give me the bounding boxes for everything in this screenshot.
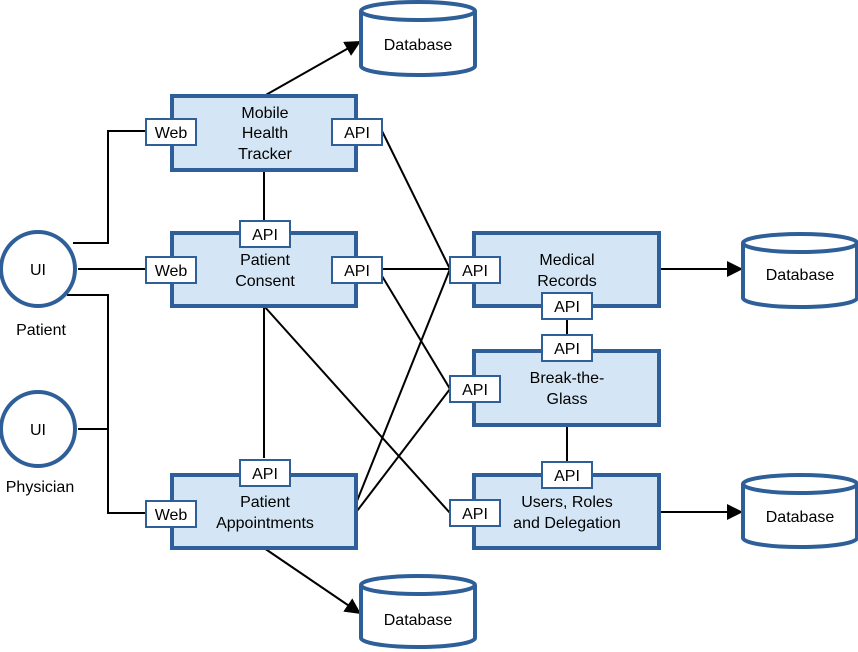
consent-api-tag-label: API [344,263,370,280]
users-roles-delegation-title-line-2: and Delegation [513,515,621,532]
service-mobile-health-tracker: Mobile Health Tracker [170,94,358,172]
appointments-top-api-tag-label: API [252,466,278,483]
physician-ui-node: UI Physician [0,390,77,496]
appointments-web-tag [145,500,197,528]
break-the-glass-title-line-1: Break-the- [530,370,605,387]
database-label: Database [384,37,453,54]
database-cylinder-top [359,574,477,596]
medical-bottom-api-tag [541,292,593,320]
users-roles-delegation-title-line-1: Users, Roles [521,494,613,511]
patient-consent-title-line-1: Patient [240,252,290,269]
connector-consent-api-to-btg-api [381,275,451,390]
btg-top-api-tag [541,334,593,362]
database-cylinder-top [359,0,477,22]
database-medical-records: Database [741,232,858,309]
btg-top-api-tag-label: API [554,341,580,358]
users-top-api-tag-label: API [554,468,580,485]
medical-bottom-api-tag-label: API [554,299,580,316]
mobile-api-tag-label: API [344,125,370,142]
mobile-web-tag-label: Web [155,125,188,142]
patient-ui-circle-label: UI [30,262,46,279]
patient-appointments-box [170,473,358,550]
connector-patient-ui-to-appointments-web [67,294,146,514]
database-cylinder-body [741,243,858,309]
interface-tags: Web API Web API API Web API API API API … [145,118,593,528]
appointments-top-api-tag [239,459,291,487]
consent-top-api-tag-label: API [252,227,278,244]
consent-top-api-tag [239,220,291,248]
patient-ui-label: Patient [16,322,66,339]
break-the-glass-box [472,349,661,427]
mobile-health-tracker-box [170,94,358,172]
patient-ui-circle [0,230,77,308]
medical-left-api-tag-label: API [462,263,488,280]
patient-appointments-title-line-2: Appointments [216,515,314,532]
users-left-api-tag [449,499,501,527]
database-cylinder-top [741,473,858,495]
service-break-the-glass: Break-the- Glass [472,349,661,427]
database-label: Database [384,612,453,629]
patient-consent-title-line-2: Consent [235,273,295,290]
mobile-api-tag [331,118,383,146]
consent-web-tag [145,256,197,284]
database-label: Database [766,509,835,526]
appointments-web-tag-label: Web [155,507,188,524]
connector-appointments-to-btg-api [356,388,451,512]
medical-records-title-line-2: Records [537,273,597,290]
database-label: Database [766,267,835,284]
database-cylinder-body [359,585,477,649]
medical-records-title-line-1: Medical [539,252,594,269]
connector-appointments-to-medical-api [356,268,451,502]
connector-patient-ui-to-mobile-web [73,130,146,244]
break-the-glass-title-line-2: Glass [547,391,588,408]
physician-ui-label: Physician [6,479,74,496]
database-mobile-health-tracker: Database [359,0,477,77]
connector-mobile-api-to-medical-api [381,130,451,270]
consent-api-tag [331,256,383,284]
mobile-health-tracker-title-line-1: Mobile [241,105,288,122]
physician-ui-circle [0,390,77,468]
mobile-health-tracker-title-line-3: Tracker [238,146,292,163]
arrow-mobile-to-database [263,40,362,97]
database-cylinder-top [741,232,858,254]
service-patient-appointments: Patient Appointments [170,473,358,550]
patient-appointments-title-line-1: Patient [240,494,290,511]
database-patient-appointments: Database [359,574,477,649]
database-cylinder-body [741,484,858,549]
mobile-health-tracker-title-line-2: Health [242,125,288,142]
patient-ui-node: UI Patient [0,230,77,339]
consent-web-tag-label: Web [155,263,188,280]
mobile-web-tag [145,118,197,146]
physician-ui-circle-label: UI [30,422,46,439]
connectors [67,40,743,615]
btg-left-api-tag [449,375,501,403]
database-cylinder-body [359,11,477,77]
database-users-roles: Database [741,473,858,549]
connector-consent-to-users-api [263,305,451,514]
btg-left-api-tag-label: API [462,382,488,399]
users-left-api-tag-label: API [462,506,488,523]
arrow-appointments-to-database [263,547,362,615]
users-top-api-tag [541,461,593,489]
medical-left-api-tag [449,256,501,284]
